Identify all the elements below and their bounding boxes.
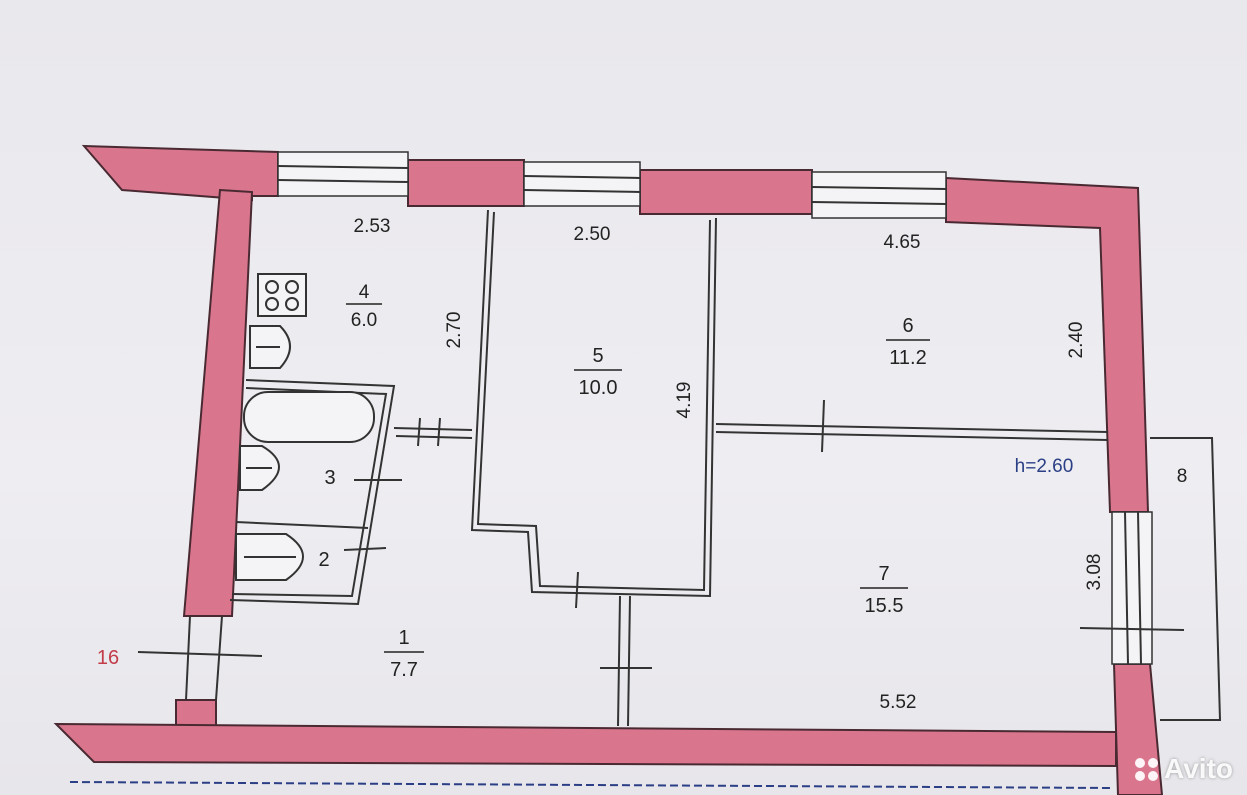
partition-6-7 [715, 423, 1109, 433]
bathtub-icon [243, 391, 375, 443]
toilet-icon [235, 533, 304, 581]
partition-room5 [470, 209, 717, 598]
watermark-text: Avito [1164, 753, 1233, 784]
room-2-label: 2 [318, 549, 329, 571]
entrance-label: 16 [97, 647, 119, 669]
balcony-outline [1150, 437, 1222, 721]
wall-pier-1 [407, 159, 525, 207]
window-kitchen [277, 151, 409, 197]
balcony-door [1111, 511, 1153, 665]
svg-text:11.2: 11.2 [889, 347, 926, 369]
svg-text:5: 5 [592, 345, 603, 367]
partition-bathroom [229, 379, 396, 606]
svg-text:6.0: 6.0 [351, 310, 377, 331]
dim-kitchen-width: 2.53 [354, 216, 391, 237]
dim-kitchen-depth: 2.70 [444, 312, 465, 349]
door-marks [137, 399, 1185, 669]
svg-text:10.0: 10.0 [579, 377, 618, 399]
balcony-label: 8 [1177, 466, 1188, 487]
svg-text:1: 1 [398, 627, 409, 649]
kitchen-sink-icon [249, 325, 291, 369]
ceiling-height-label: h=2.60 [1015, 456, 1074, 477]
wall-pier-2 [639, 169, 813, 215]
partition-hall [617, 595, 621, 727]
svg-text:7: 7 [878, 563, 889, 585]
wall-top-right [945, 176, 1150, 513]
avito-logo-icon [1135, 757, 1159, 781]
dim-room7-width: 5.52 [880, 692, 917, 713]
washbasin-icon [239, 445, 280, 491]
room-6-label: 6 11.2 [886, 315, 930, 369]
sheet-border [69, 781, 1111, 789]
dim-room5-width: 2.50 [574, 224, 611, 245]
room-4-label: 4 6.0 [346, 282, 382, 331]
wall-bottom [53, 722, 1117, 768]
svg-text:7.7: 7.7 [390, 659, 418, 681]
dim-room5-depth: 4.19 [674, 382, 695, 419]
svg-text:4: 4 [359, 282, 370, 303]
wall-stub [175, 699, 217, 729]
room-7-label: 7 15.5 [860, 563, 908, 617]
wall-left [182, 188, 254, 617]
svg-text:15.5: 15.5 [865, 595, 904, 617]
avito-watermark: Avito [1135, 753, 1233, 785]
dim-room6-width: 4.65 [884, 232, 921, 253]
window-room6 [811, 171, 947, 219]
partition-room5-inner [476, 211, 711, 592]
stove-icon [257, 273, 307, 317]
room-5-label: 5 10.0 [574, 345, 622, 399]
dim-room6-depth: 2.40 [1066, 322, 1087, 359]
room-1-label: 1 7.7 [384, 627, 424, 681]
svg-text:6: 6 [902, 315, 913, 337]
room-3-label: 3 [324, 467, 335, 489]
window-room5 [523, 161, 641, 207]
dim-room7-depth: 3.08 [1084, 554, 1105, 591]
